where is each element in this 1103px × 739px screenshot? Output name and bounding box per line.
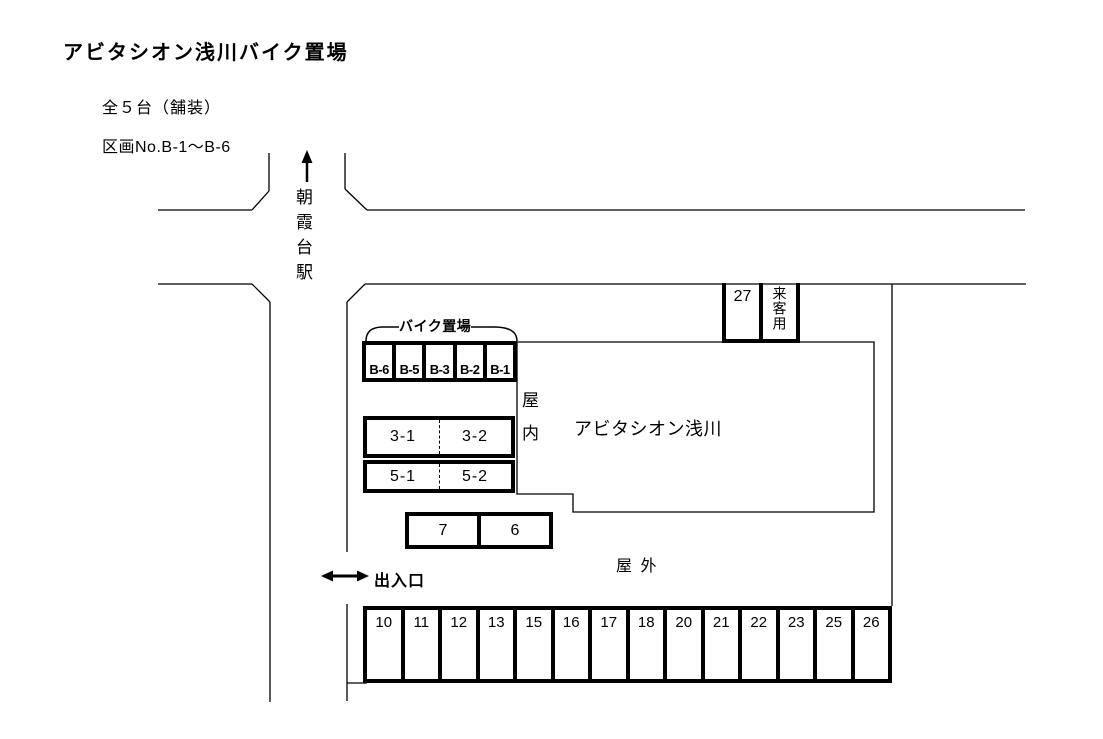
stall-b5: B-5	[396, 345, 427, 378]
stall-visitor: 来客用	[771, 286, 788, 331]
bike-area-label: バイク置場	[399, 318, 472, 334]
stall-5-1: 5-1	[389, 467, 417, 485]
building-outline	[516, 341, 875, 513]
entrance-arrow-icon	[321, 570, 369, 582]
stall-3-2: 3-2	[461, 428, 489, 445]
note-capacity: 全５台（舗装）	[102, 100, 222, 117]
stall-b2: B-2	[457, 345, 487, 378]
note-section-numbers: 区画No.B-1～B-6	[102, 139, 231, 156]
stall-27: 27	[726, 283, 763, 339]
stall-6: 6	[510, 521, 520, 539]
station-label: 朝霞台駅	[293, 188, 312, 288]
stall-20: 20	[667, 610, 705, 679]
stall-26: 26	[862, 614, 880, 631]
stall-18: 18	[630, 610, 667, 679]
stall-5-2: 5-2	[461, 467, 489, 485]
stall-23: 23	[780, 610, 817, 679]
stall-11: 11	[405, 610, 442, 679]
stall-22: 22	[742, 610, 780, 679]
stall-17: 17	[592, 610, 630, 679]
entrance-label: 出入口	[374, 573, 426, 590]
bike-area-brace	[365, 326, 518, 342]
north-arrow-icon	[301, 150, 313, 182]
indoor-label: 屋内	[519, 391, 538, 457]
dashed-divider	[439, 464, 440, 489]
stall-row-3: 3-1 3-2	[363, 416, 515, 458]
stall-25: 25	[817, 610, 855, 679]
stall-7: 7	[409, 516, 481, 545]
dashed-divider	[439, 420, 440, 454]
stall-row-7-6: 7 6	[405, 512, 553, 549]
stall-b1: B-1	[490, 362, 510, 377]
stall-13: 13	[480, 610, 517, 679]
stall-row-5: 5-1 5-2	[363, 460, 515, 493]
road-edges	[158, 153, 1026, 702]
stall-21: 21	[705, 610, 742, 679]
building-name-label: アビタシオン浅川	[574, 419, 722, 439]
stall-b3: B-3	[426, 345, 457, 378]
stall-3-1: 3-1	[389, 428, 417, 445]
stall-12: 12	[442, 610, 480, 679]
b-stall-block: B-6 B-5 B-3 B-2 B-1	[362, 341, 517, 382]
outdoor-stall-row: 10 11 12 13 15 16 17 18 20 21 22 23 25 2…	[363, 606, 892, 683]
stall-b6: B-6	[366, 345, 397, 378]
stall-15: 15	[517, 610, 555, 679]
outdoor-label: 屋 外	[616, 558, 659, 575]
page-title: アビタシオン浅川バイク置場	[63, 42, 349, 64]
stall-16: 16	[555, 610, 592, 679]
visitor-stall-block: 27 来客用	[722, 283, 800, 343]
stall-10: 10	[367, 610, 405, 679]
